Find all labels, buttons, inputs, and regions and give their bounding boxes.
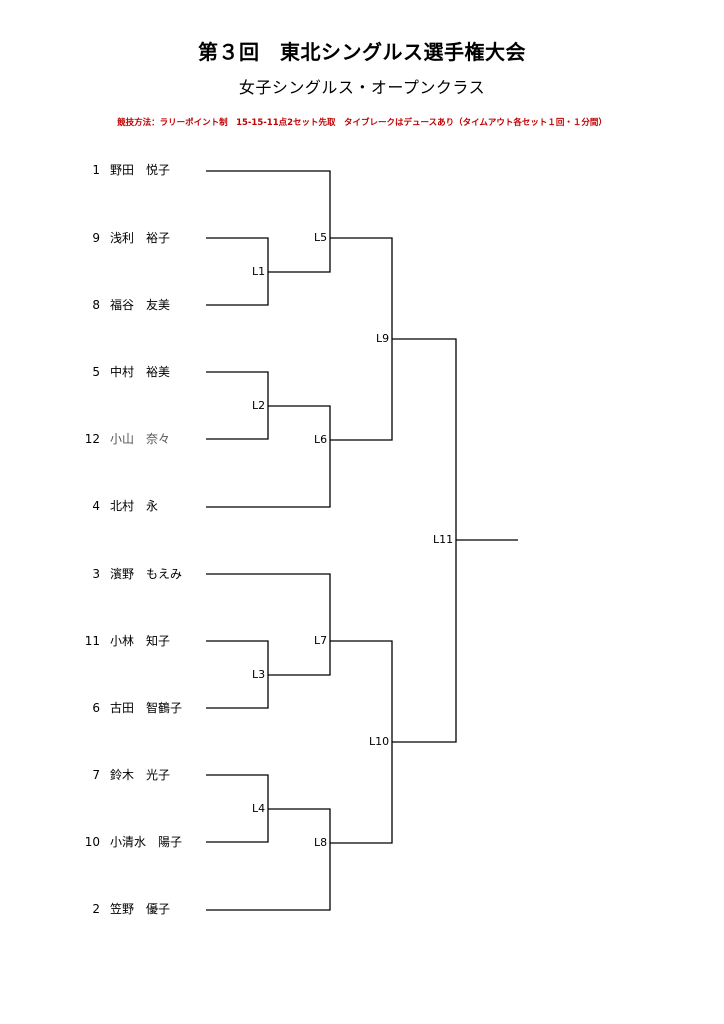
bracket-line	[206, 573, 331, 676]
player-seed: 5	[92, 365, 100, 379]
player-name: 福谷 友美	[110, 298, 171, 312]
match-label-l8: L8	[314, 836, 328, 849]
player-seed: 11	[84, 634, 100, 648]
match-label-l4: L4	[252, 802, 266, 815]
player-seed: 6	[92, 701, 100, 715]
page-title: 第３回 東北シングルス選手権大会	[198, 40, 526, 64]
match-label-l7: L7	[314, 634, 328, 647]
competition-rules: 競技方法：ラリーポイント制 15-15-11点2セット先取 タイブレークはデュー…	[117, 118, 607, 128]
player-name: 笠野 優子	[110, 902, 171, 916]
bracket-line	[206, 170, 331, 273]
page-subtitle: 女子シングルス・オープンクラス	[238, 78, 486, 97]
player-name: 濱野 もえみ	[110, 567, 183, 581]
match-label-l5: L5	[314, 231, 328, 244]
player-name: 野田 悦子	[110, 163, 171, 177]
player-seed: 3	[92, 567, 100, 581]
player-seed: 4	[92, 499, 100, 513]
match-label-l3: L3	[252, 668, 266, 681]
match-label-l11: L11	[433, 533, 454, 546]
match-label-l6: L6	[314, 433, 328, 446]
player-name: 浅利 裕子	[110, 231, 171, 245]
bracket-line	[206, 808, 331, 911]
player-seed: 9	[92, 231, 100, 245]
player-name: 小林 知子	[110, 634, 171, 648]
player-name: 古田 智鶴子	[110, 701, 183, 715]
player-seed: 12	[84, 432, 100, 446]
player-name: 小山 奈々	[110, 432, 171, 446]
player-name: 鈴木 光子	[110, 768, 171, 782]
player-seed: 8	[92, 298, 100, 312]
player-seed: 10	[84, 835, 100, 849]
match-label-l9: L9	[376, 332, 390, 345]
player-seed: 2	[92, 902, 100, 916]
player-seed: 1	[92, 163, 100, 177]
player-name: 中村 裕美	[110, 365, 171, 379]
match-label-l2: L2	[252, 399, 266, 412]
player-name: 小清水 陽子	[110, 835, 183, 849]
match-label-l10: L10	[369, 735, 390, 748]
match-label-l1: L1	[252, 265, 266, 278]
player-name: 北村 永	[110, 499, 159, 513]
player-seed: 7	[92, 768, 100, 782]
bracket-line	[206, 405, 331, 508]
